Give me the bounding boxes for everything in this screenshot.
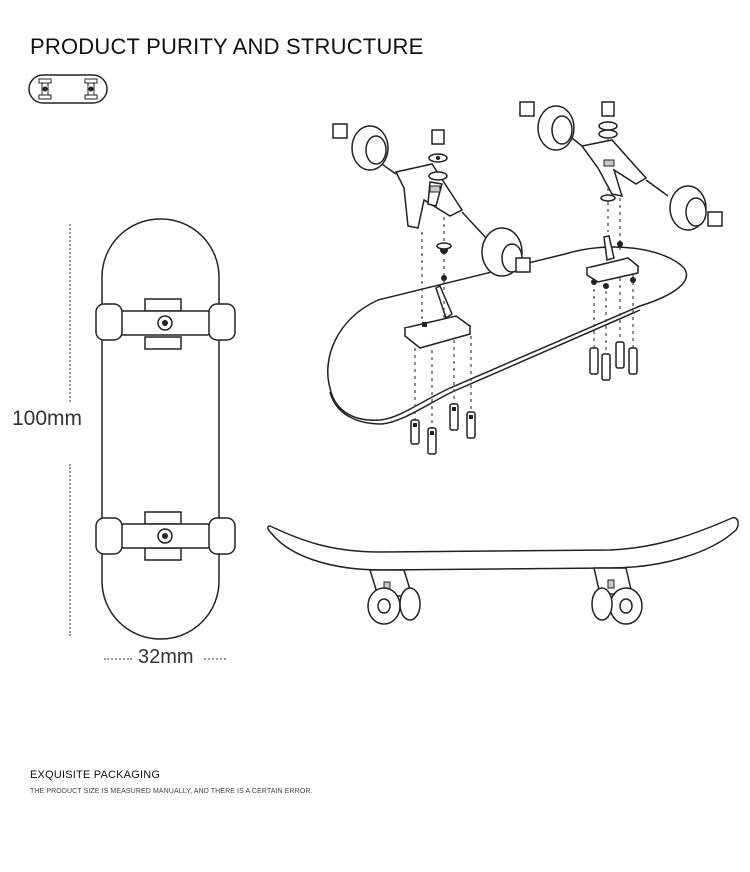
exploded-deck: [327, 246, 687, 421]
rear-truck-hanger: [561, 129, 669, 197]
front-left-wheel: [332, 123, 389, 171]
page-title: PRODUCT PURITY AND STRUCTURE: [30, 34, 424, 59]
side-view-rear-truck: [591, 567, 643, 625]
front-truck-hanger: [375, 159, 489, 241]
height-guide-top: [69, 224, 71, 402]
rear-left-wheel: [519, 101, 575, 151]
front-kingpin-hardware: [428, 129, 452, 250]
front-right-wheel: [481, 227, 531, 277]
top-view-rear-truck: [95, 511, 236, 561]
exploded-view: [327, 101, 723, 455]
width-guide-left: [104, 658, 132, 660]
rear-baseplate: [585, 235, 640, 283]
side-view-board: [267, 516, 739, 625]
width-guide-right: [204, 658, 226, 660]
packaging-title: EXQUISITE PACKAGING: [30, 769, 161, 781]
top-view-board: [95, 218, 236, 640]
measurement-disclaimer: THE PRODUCT SIZE IS MEASURED MANUALLY, A…: [30, 788, 313, 795]
skateboard-logo-icon: [28, 74, 108, 104]
rear-right-wheel: [669, 185, 723, 231]
side-view-front-truck: [367, 569, 421, 625]
width-dimension-label: 32mm: [138, 646, 194, 668]
height-guide-bottom: [69, 464, 71, 636]
rear-mounting-screws: [589, 341, 638, 381]
front-mounting-screws: [410, 403, 476, 455]
length-dimension-label: 100mm: [12, 407, 83, 430]
rear-kingpin-hardware: [598, 101, 618, 202]
top-view-front-truck: [95, 298, 236, 350]
